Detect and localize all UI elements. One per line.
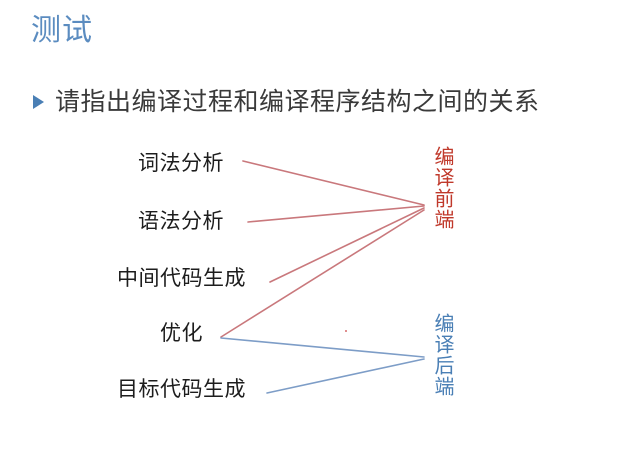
stray-dot-mark <box>345 330 347 332</box>
phase-label-intermediate-code-gen: 中间代码生成 <box>117 267 246 290</box>
connector-optimization-to-backend <box>220 337 425 358</box>
stage-label-compiler-backend: 编译后端 <box>431 313 453 397</box>
stage-label-compiler-frontend: 编译前端 <box>431 146 453 230</box>
connector-syntax-to-frontend <box>247 205 425 223</box>
phase-label-target-code-gen: 目标代码生成 <box>117 378 246 401</box>
bullet-item-label: 请指出编译过程和编译程序结构之间的关系 <box>55 88 540 116</box>
phase-label-optimization: 优化 <box>160 322 203 345</box>
phase-label-syntax-analysis: 语法分析 <box>138 210 224 233</box>
connector-intermediate-to-frontend <box>269 207 425 283</box>
page-title: 测试 <box>31 14 93 47</box>
connector-target-to-backend <box>266 358 425 394</box>
phase-label-lexical-analysis: 词法分析 <box>138 152 224 175</box>
triangle-right-icon <box>33 95 44 109</box>
bullet-item: 请指出编译过程和编译程序结构之间的关系 <box>33 86 540 118</box>
connector-optimization-to-frontend <box>220 209 425 338</box>
connector-lexical-to-frontend <box>242 160 425 206</box>
